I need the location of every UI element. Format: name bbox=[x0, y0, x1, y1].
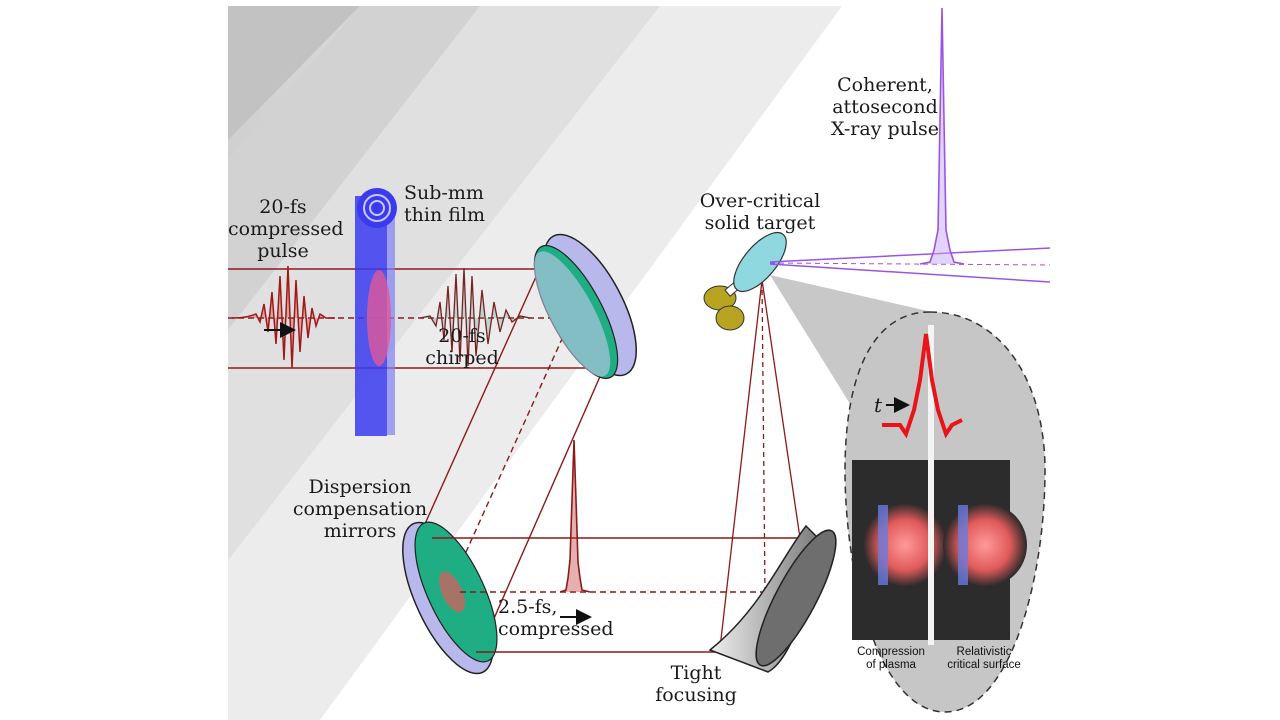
focus-cone bbox=[719, 279, 801, 649]
xray-beam bbox=[769, 7, 1051, 283]
compressed-25fs-label: 2.5-fs, compressed bbox=[498, 596, 614, 640]
chirped-pulse-waveform bbox=[419, 267, 531, 367]
thin-film-label: Sub-mm thin film bbox=[404, 182, 485, 226]
horizontal-beam bbox=[432, 537, 800, 653]
solid-target bbox=[703, 231, 787, 331]
target-label: Over-critical solid target bbox=[699, 190, 821, 234]
xray-label: Coherent, attosecond X-ray pulse bbox=[831, 74, 939, 140]
inset-panel bbox=[844, 311, 1046, 713]
compressed-pulse-waveform bbox=[231, 265, 335, 369]
first-mirror bbox=[533, 233, 638, 380]
inset-pulse-waveform bbox=[882, 333, 963, 439]
mirror-to-mirror-beam bbox=[419, 249, 603, 656]
dispersion-mirror bbox=[402, 521, 498, 675]
dispersion-mirrors-label: Dispersion compensation mirrors bbox=[292, 476, 428, 542]
background-planes bbox=[228, 6, 842, 720]
parabolic-mirror bbox=[708, 524, 837, 673]
compressed-25fs-waveform bbox=[559, 439, 591, 593]
thin-film bbox=[355, 188, 397, 436]
xray-pulse-waveform bbox=[919, 7, 965, 265]
tight-focusing-label: Tight focusing bbox=[655, 662, 737, 706]
compressed-pulse-label: 20-fs compressed pulse bbox=[228, 196, 344, 262]
relativistic-surface-label: Relativistic critical surface bbox=[947, 646, 1021, 671]
chirped-pulse-label: 20-fs chirped bbox=[425, 325, 499, 369]
time-axis-label: t bbox=[873, 393, 883, 417]
compression-of-plasma-label: Compression of plasma bbox=[857, 646, 925, 671]
